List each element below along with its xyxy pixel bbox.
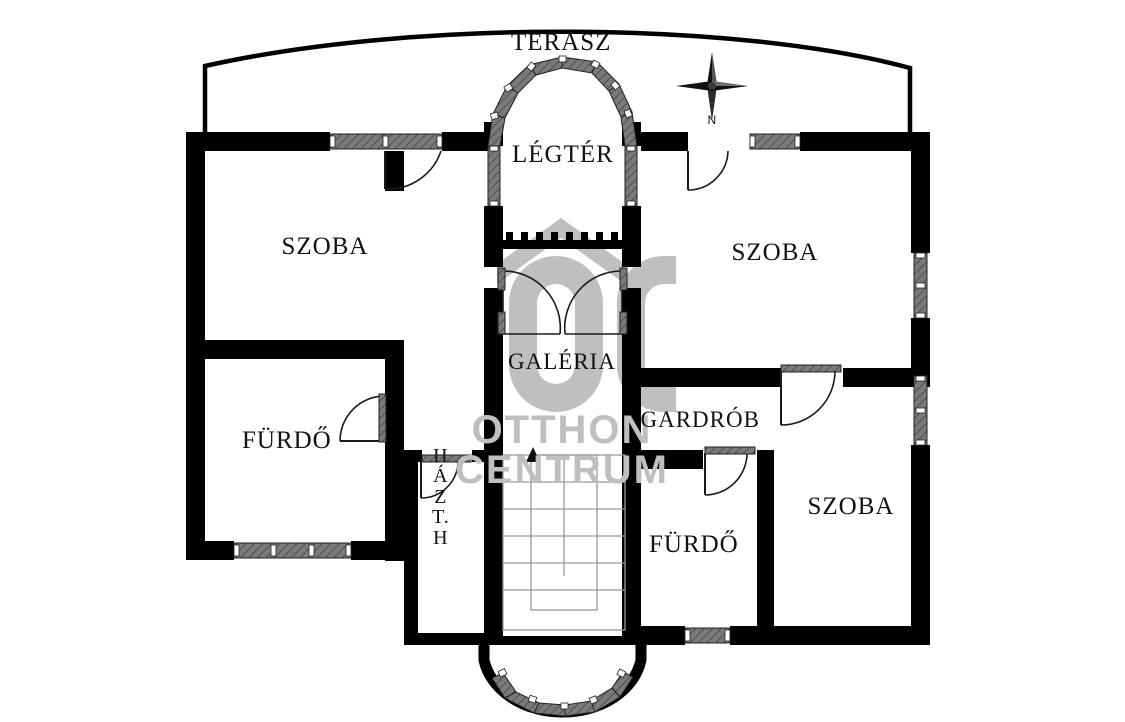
vertical-label-char: Á (433, 465, 449, 488)
door-szoba-jobb-top (687, 150, 729, 191)
room-label-szoba-jobb-fent: SZOBA (731, 239, 819, 266)
room-label-gardrob: GARDRÓB (640, 407, 760, 432)
door-szoba-bal-top (384, 150, 442, 190)
room-label-galeria: GALÉRIA (508, 349, 616, 374)
window-szoba-bal-top (329, 133, 443, 150)
windows (233, 55, 928, 718)
doors (339, 150, 842, 499)
door-furdo-jobb (704, 446, 756, 496)
stair-bay-window (478, 645, 647, 718)
stair-direction-arrow (526, 447, 540, 462)
terrace-outline (202, 29, 913, 132)
vertical-label-char: H (433, 445, 449, 467)
svg-text:CENTRUM: CENTRUM (455, 448, 669, 492)
door-hazth (420, 454, 472, 499)
window-szoba-jobb-right-lower (913, 375, 928, 446)
compass-rose (676, 52, 748, 120)
door-galeria-left (497, 267, 562, 335)
room-label-furdo-jobb: FÜRDŐ (649, 531, 739, 558)
room-label-terasz: TERASZ (511, 29, 612, 56)
window-furdo-jobb-bottom (684, 627, 731, 644)
room-label-szoba-bal-fent: SZOBA (281, 233, 369, 260)
walls (186, 122, 930, 645)
legter-arched-window (487, 55, 638, 207)
vertical-label-char: Z (434, 485, 448, 508)
compass-north-label: N (707, 113, 717, 127)
window-szoba-jobb-right-upper (913, 252, 928, 319)
room-label-furdo-bal: FÜRDŐ (242, 427, 332, 454)
vertical-label-char: H (433, 526, 449, 549)
room-label-szoba-jobb-lent: SZOBA (807, 493, 895, 520)
window-szoba-jobb-top (749, 133, 801, 150)
svg-text:OTTHON: OTTHON (472, 408, 653, 452)
staircase (502, 447, 626, 631)
vertical-label-char: T. (432, 506, 450, 529)
door-furdo-bal (339, 393, 387, 443)
window-furdo-bal-bottom (233, 542, 352, 559)
door-galeria-right (563, 267, 628, 335)
door-gardrob-szoba (780, 364, 842, 426)
watermark-text: OTTHON CENTRUM (455, 408, 669, 492)
room-label-legter: LÉGTÉR (512, 141, 614, 168)
